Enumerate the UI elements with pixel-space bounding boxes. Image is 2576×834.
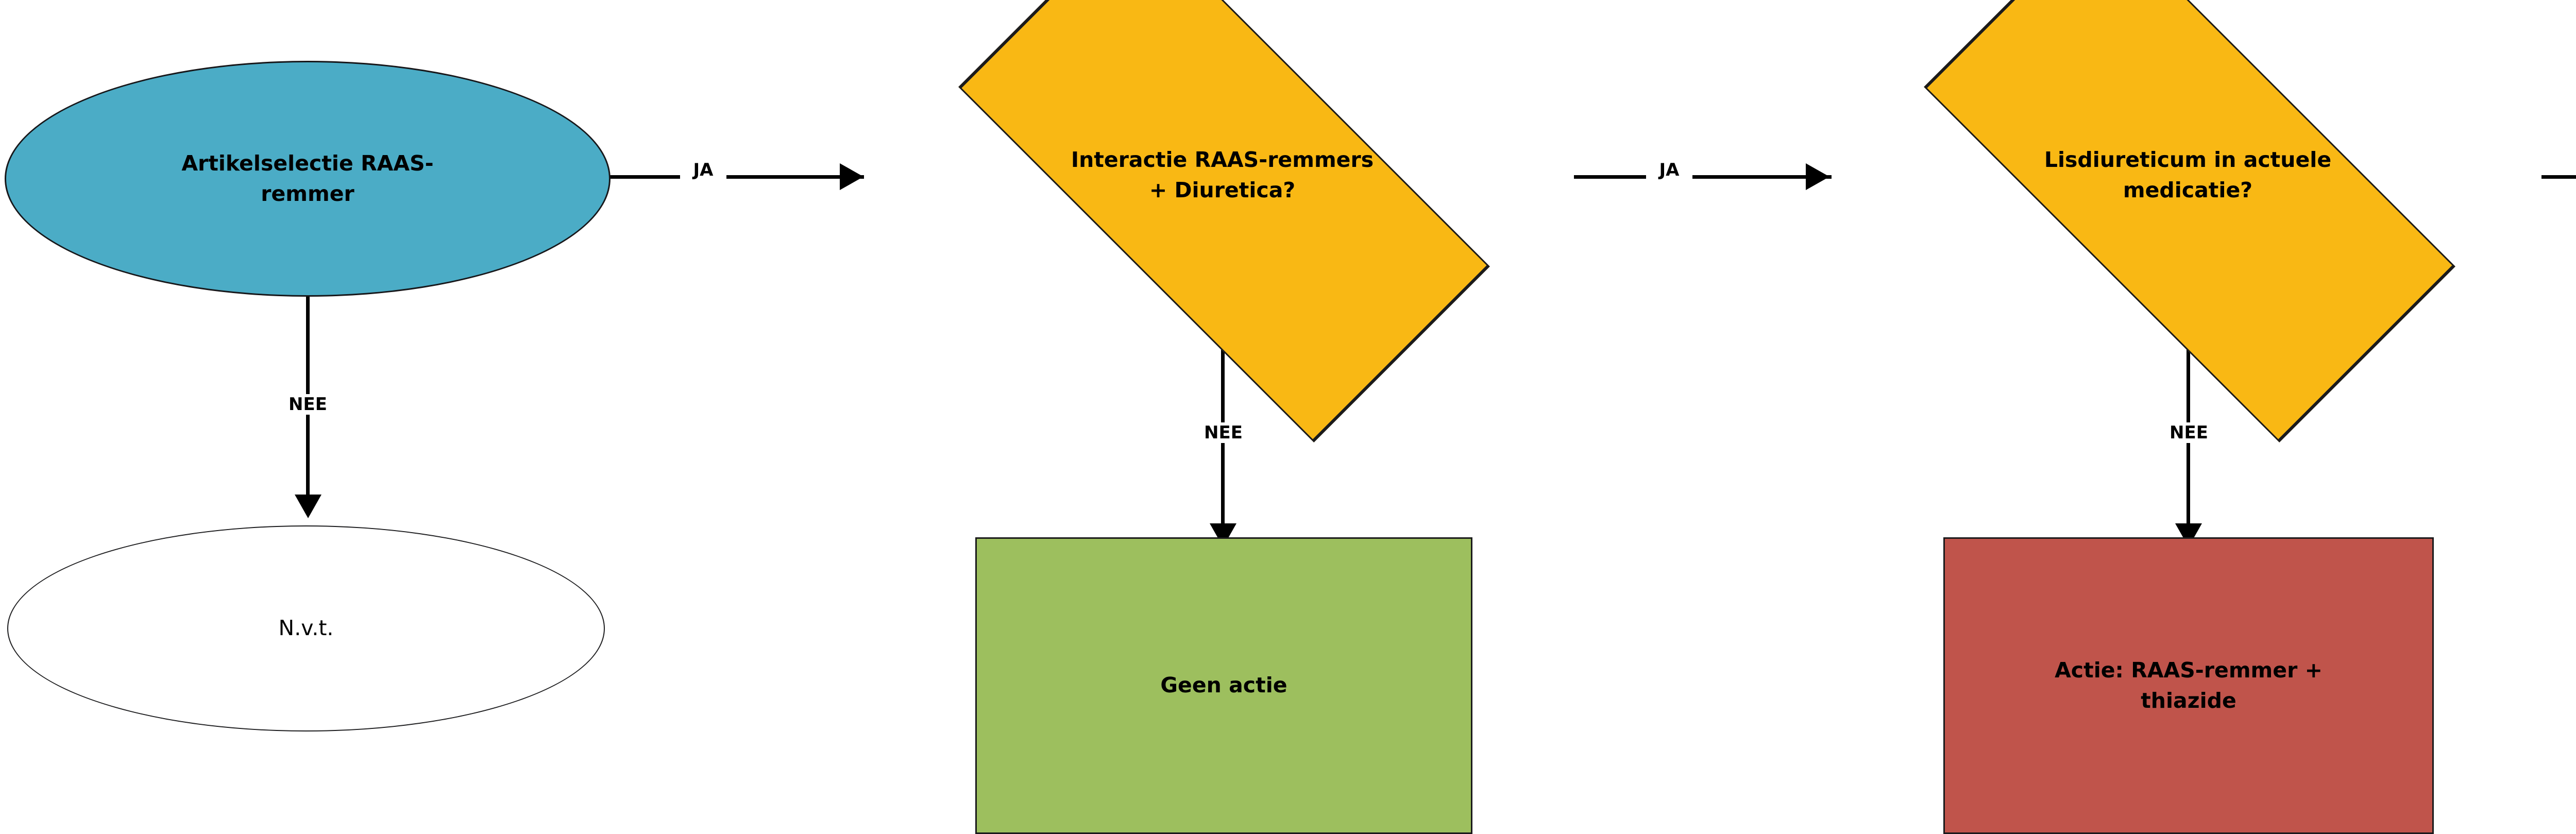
arrowhead-right-icon	[1806, 163, 1829, 190]
node-decision-lisdiureticum[interactable]: Lisdiureticum in actuele medicatie?	[1836, 0, 2539, 442]
node-nvt[interactable]: N.v.t.	[7, 525, 605, 731]
connector-line	[1574, 175, 1832, 179]
node-decision-interactie-raas-diuretica[interactable]: Interactie RAAS-remmers + Diuretica?	[871, 0, 1574, 442]
node-start-artikelselectie[interactable]: Artikelselectie RAAS- remmer	[5, 61, 611, 297]
edge-label-nee-3: NEE	[2162, 422, 2216, 443]
connector-line	[608, 175, 864, 179]
connector-line	[1221, 349, 1225, 545]
connector-line	[2187, 349, 2190, 545]
connector-line	[2541, 175, 2576, 179]
edge-label-ja-1: JA	[680, 160, 726, 180]
node-label: Interactie RAAS-remmers + Diuretica?	[1071, 147, 1374, 202]
node-geen-actie[interactable]: Geen actie	[975, 537, 1472, 834]
edge-label-nee-1: NEE	[281, 394, 335, 415]
node-actie-raas-remmer-thiazide[interactable]: Actie: RAAS-remmer + thiazide	[1943, 537, 2434, 834]
edge-label-ja-2: JA	[1646, 160, 1692, 180]
node-label: Actie: RAAS-remmer + thiazide	[2055, 657, 2323, 713]
arrowhead-right-icon	[840, 163, 863, 190]
node-label: Artikelselectie RAAS- remmer	[181, 150, 434, 206]
edge-label-nee-2: NEE	[1196, 422, 1250, 443]
node-label: Lisdiureticum in actuele medicatie?	[2044, 147, 2332, 202]
node-label: Geen actie	[1160, 673, 1287, 698]
arrowhead-down-icon	[295, 495, 321, 518]
node-label: N.v.t.	[278, 616, 334, 641]
